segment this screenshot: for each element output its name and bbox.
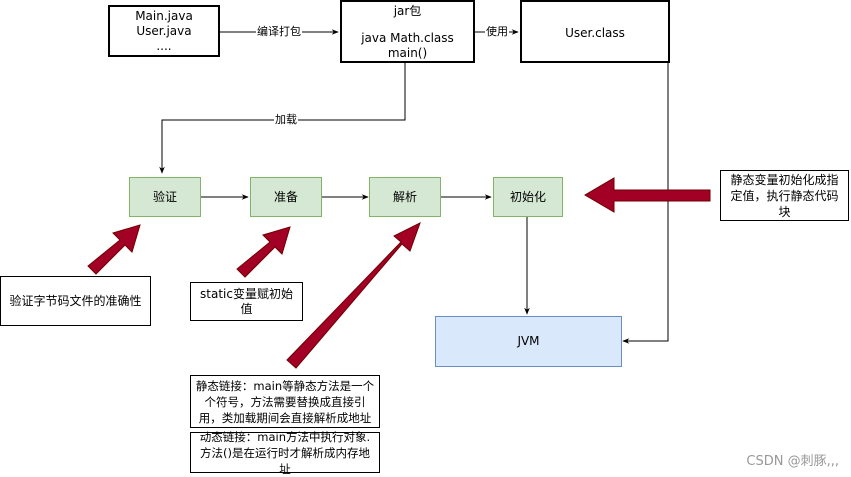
- user-class-label: User.class: [565, 26, 625, 40]
- note-static-link: 静态链接：main等静态方法是一个个符号，方法需要替换成直接引用，类加载期间会直…: [190, 375, 380, 428]
- jvm-label: JVM: [517, 334, 540, 348]
- note-verify-text: 验证字节码文件的准确性: [9, 293, 142, 308]
- jvm-box: JVM: [435, 316, 622, 367]
- note-prepare: static变量赋初始值: [190, 282, 303, 321]
- jar-package-box: jar包 java Math.class main(): [340, 0, 475, 63]
- stage-init-label: 初始化: [509, 189, 546, 204]
- stage-resolve: 解析: [369, 177, 441, 217]
- jar-math-class: java Math.class: [361, 31, 454, 45]
- note-static-link-text: 静态链接：main等静态方法是一个个符号，方法需要替换成直接引用，类加载期间会直…: [195, 378, 375, 425]
- edge-label-use: 使用: [485, 25, 509, 38]
- stage-verify: 验证: [129, 177, 201, 217]
- note-init: 静态变量初始化成指定值，执行静态代码块: [720, 170, 849, 221]
- note-dynamic-link-text: 动态链接：main方法中执行对象.方法()是在运行时才解析成内存地址: [199, 429, 371, 476]
- stage-resolve-label: 解析: [392, 189, 417, 204]
- source-file-user: User.java: [136, 23, 192, 38]
- red-arrow-verify: [87, 224, 141, 275]
- red-arrow-prepare: [236, 226, 291, 278]
- jar-main-method: main(): [387, 46, 428, 60]
- edge-user-jvm: [622, 63, 669, 344]
- source-file-main: Main.java: [135, 8, 193, 23]
- stage-verify-label: 验证: [152, 189, 177, 204]
- edge-label-compile: 编译打包: [256, 25, 302, 38]
- stage-init: 初始化: [493, 177, 563, 217]
- note-prepare-text: static变量赋初始值: [200, 286, 293, 316]
- note-dynamic-link: 动态链接：main方法中执行对象.方法()是在运行时才解析成内存地址: [190, 430, 380, 476]
- stage-prepare: 准备: [250, 177, 322, 217]
- edge-label-load: 加载: [274, 113, 298, 126]
- source-files-box: Main.java User.java ....: [108, 5, 220, 57]
- red-arrow-resolve: [286, 221, 421, 369]
- stage-prepare-label: 准备: [273, 189, 298, 204]
- note-init-text: 静态变量初始化成指定值，执行静态代码块: [730, 172, 839, 219]
- source-file-more: ....: [156, 38, 172, 53]
- watermark: CSDN @刺豚,,,: [746, 454, 839, 469]
- user-class-box: User.class: [520, 0, 670, 63]
- jar-title: jar包: [393, 4, 422, 18]
- red-arrow-init: [584, 177, 711, 213]
- note-verify: 验证字节码文件的准确性: [0, 276, 151, 326]
